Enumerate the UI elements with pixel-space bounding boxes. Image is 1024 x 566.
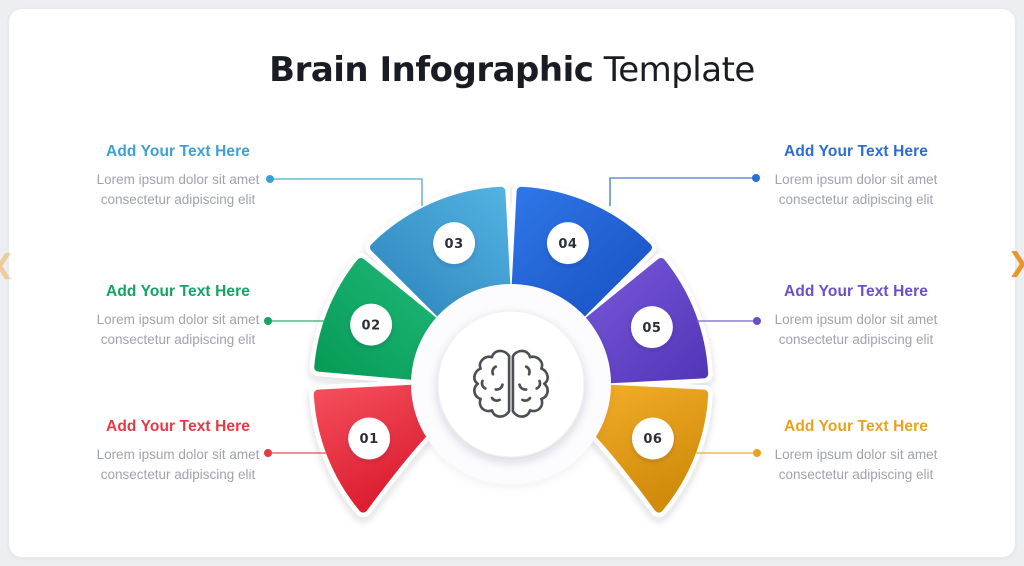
- center-hub: [411, 284, 611, 484]
- connector-dot-middle-left: [264, 317, 272, 325]
- text-block-top-right: Add Your Text Here Lorem ipsum dolor sit…: [764, 143, 948, 210]
- text-block-bottom-left: Add Your Text Here Lorem ipsum dolor sit…: [86, 418, 270, 485]
- segment-badges: 01 02 03 04 05 06: [348, 222, 674, 460]
- core-circle: [437, 310, 585, 458]
- block-heading: Add Your Text Here: [106, 143, 250, 160]
- block-heading: Add Your Text Here: [106, 418, 250, 435]
- page-title: Brain Infographic Template: [0, 50, 1024, 90]
- segment-03-badge: [433, 222, 476, 265]
- connector-dot-middle-right: [753, 317, 761, 325]
- segment-05-badge: [630, 306, 673, 349]
- block-heading: Add Your Text Here: [784, 418, 928, 435]
- title-bold: Brain Infographic: [269, 50, 594, 90]
- block-heading: Add Your Text Here: [784, 143, 928, 160]
- text-block-bottom-right: Add Your Text Here Lorem ipsum dolor sit…: [764, 418, 948, 485]
- connector-dot-bottom-left: [264, 449, 272, 457]
- title-regular: Template: [593, 50, 756, 90]
- carousel-next-icon[interactable]: ❯: [1007, 250, 1024, 276]
- segment-04-number: 04: [558, 237, 577, 252]
- segment-04-badge: [546, 222, 589, 265]
- text-block-top-left: Add Your Text Here Lorem ipsum dolor sit…: [86, 143, 270, 210]
- segment-02-number: 02: [362, 318, 381, 333]
- connector-dot-bottom-right: [753, 449, 761, 457]
- segment-ring: 01 02 03 04 05 06: [309, 182, 713, 518]
- segment-06-badge: [631, 417, 674, 460]
- connector-dot-top-right: [752, 174, 760, 182]
- segment-05-number: 05: [642, 321, 661, 336]
- connector-top-left: [270, 178, 423, 206]
- text-block-middle-left: Add Your Text Here Lorem ipsum dolor sit…: [86, 283, 270, 350]
- segment-02-badge: [350, 303, 393, 346]
- connector-dot-top-left: [266, 175, 274, 183]
- connector-lines: [264, 174, 761, 457]
- block-heading: Add Your Text Here: [784, 283, 928, 300]
- connector-top-right: [609, 177, 756, 206]
- segment-03-number: 03: [445, 237, 464, 252]
- segment-01-number: 01: [360, 432, 379, 447]
- segment-06-number: 06: [643, 432, 662, 447]
- brain-icon: [473, 349, 549, 418]
- block-heading: Add Your Text Here: [106, 283, 250, 300]
- segment-01-badge: [348, 417, 391, 460]
- text-block-middle-right: Add Your Text Here Lorem ipsum dolor sit…: [764, 283, 948, 350]
- carousel-prev-icon[interactable]: ❮: [0, 252, 15, 278]
